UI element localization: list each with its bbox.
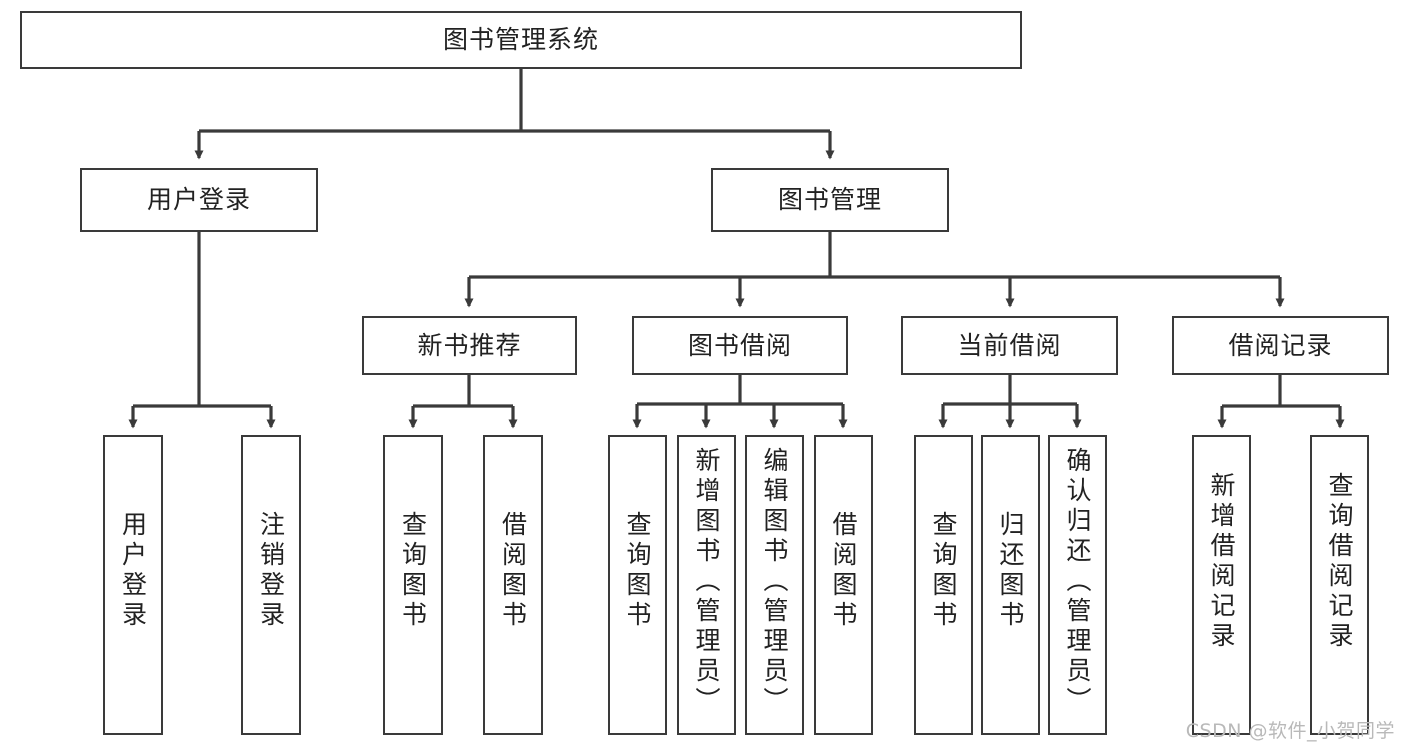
node-label: 编辑图书（管理员） xyxy=(760,447,789,717)
node-borrow-record[interactable]: 借阅记录 xyxy=(1172,316,1389,375)
node-label: 借阅图书 xyxy=(829,511,858,631)
node-label: 借阅记录 xyxy=(1228,330,1333,360)
node-label: 查询借阅记录 xyxy=(1325,472,1354,652)
leaf-add-borrow-record[interactable]: 新增借阅记录 xyxy=(1192,435,1251,735)
node-label: 当前借阅 xyxy=(957,330,1062,360)
csdn-watermark: CSDN @软件_小贺同学 xyxy=(1185,720,1395,742)
leaf-confirm-return-admin[interactable]: 确认归还（管理员） xyxy=(1048,435,1107,735)
node-label: 新书推荐 xyxy=(417,330,522,360)
node-label: 用户登录 xyxy=(118,511,148,631)
leaf-edit-book-admin[interactable]: 编辑图书（管理员） xyxy=(745,435,804,735)
node-label: 图书管理 xyxy=(777,185,882,215)
node-label: 归还图书 xyxy=(996,511,1025,631)
node-label: 图书借阅 xyxy=(687,330,792,360)
node-label: 注销登录 xyxy=(256,511,286,631)
leaf-borrow-book-recommend[interactable]: 借阅图书 xyxy=(483,435,543,735)
node-book-borrow[interactable]: 图书借阅 xyxy=(632,316,848,375)
node-book-management[interactable]: 图书管理 xyxy=(711,168,949,232)
node-user-login[interactable]: 用户登录 xyxy=(80,168,318,232)
node-new-book-recommend[interactable]: 新书推荐 xyxy=(362,316,577,375)
leaf-query-borrow-record[interactable]: 查询借阅记录 xyxy=(1310,435,1369,735)
leaf-logout[interactable]: 注销登录 xyxy=(241,435,301,735)
leaf-user-login[interactable]: 用户登录 xyxy=(103,435,163,735)
node-label: 图书管理系统 xyxy=(442,25,599,55)
node-label: 查询图书 xyxy=(398,511,428,631)
leaf-borrow-book[interactable]: 借阅图书 xyxy=(814,435,873,735)
node-current-borrow[interactable]: 当前借阅 xyxy=(901,316,1118,375)
leaf-query-book-recommend[interactable]: 查询图书 xyxy=(383,435,443,735)
node-label: 用户登录 xyxy=(146,185,251,215)
leaf-add-book-admin[interactable]: 新增图书（管理员） xyxy=(677,435,736,735)
leaf-query-book-current[interactable]: 查询图书 xyxy=(914,435,973,735)
node-label: 新增图书（管理员） xyxy=(692,447,721,717)
node-label: 借阅图书 xyxy=(498,511,528,631)
node-label: 查询图书 xyxy=(929,511,958,631)
leaf-query-book-borrow[interactable]: 查询图书 xyxy=(608,435,667,735)
node-label: 查询图书 xyxy=(623,511,652,631)
node-label: 确认归还（管理员） xyxy=(1063,447,1092,717)
node-root-book-management-system[interactable]: 图书管理系统 xyxy=(20,11,1022,69)
node-label: 新增借阅记录 xyxy=(1207,472,1236,652)
leaf-return-book[interactable]: 归还图书 xyxy=(981,435,1040,735)
